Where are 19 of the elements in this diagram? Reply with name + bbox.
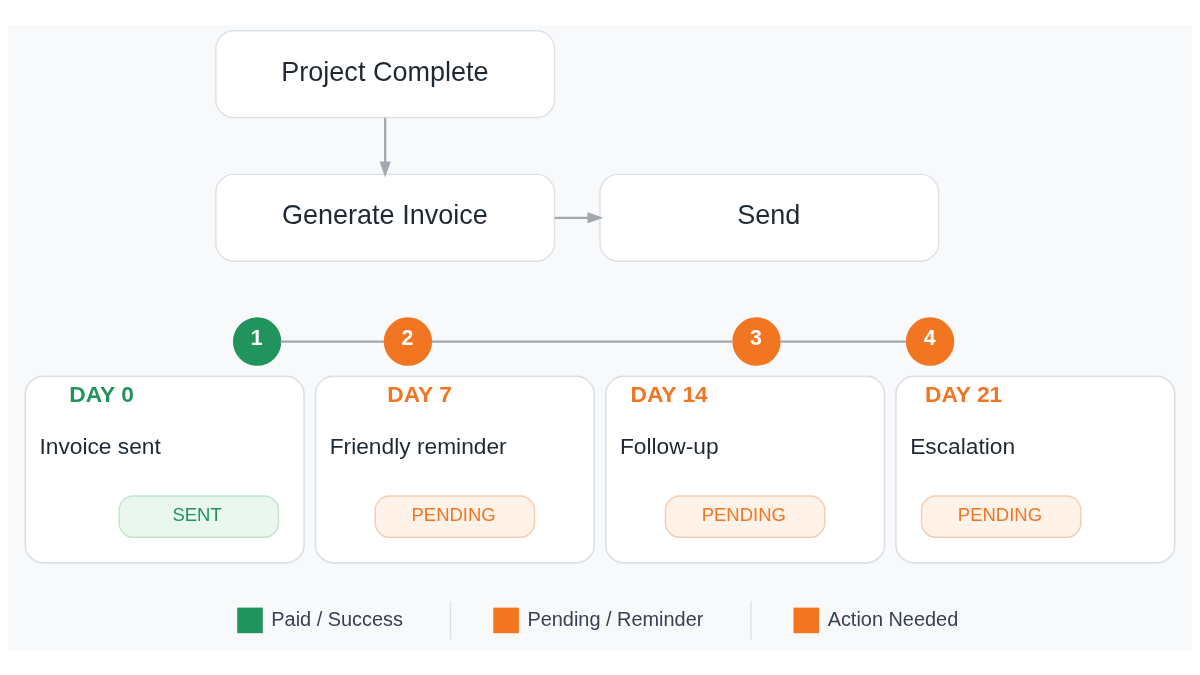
node-box: PENDING [664, 494, 826, 538]
node-box: Project Complete [215, 29, 556, 118]
connector [780, 339, 907, 343]
connector [431, 339, 733, 343]
node-box: Send [599, 173, 940, 262]
node-box: PENDING [920, 494, 1082, 538]
legend-label: Pending / Reminder [527, 607, 704, 630]
node-circle: 2 [383, 316, 433, 366]
node-box: PENDING [374, 494, 536, 538]
node-box: SENT [118, 494, 280, 538]
node-box: Generate Invoice [215, 173, 556, 262]
node-circle: 4 [905, 316, 955, 366]
node-circle: 3 [732, 316, 781, 366]
legend-label: Paid / Success [271, 607, 404, 630]
arrow [379, 117, 391, 178]
connector [280, 339, 385, 343]
arrow [554, 211, 604, 223]
node-circle: 1 [232, 316, 282, 366]
legend-label: Action Needed [827, 607, 959, 630]
